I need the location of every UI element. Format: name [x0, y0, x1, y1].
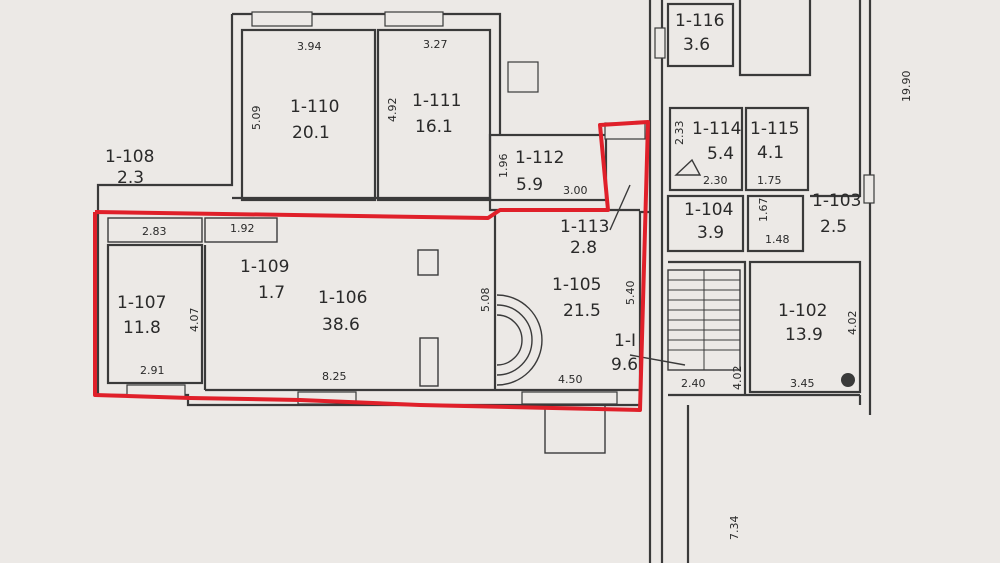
room-1-104-id: 1-104 [684, 200, 733, 220]
dim-5-08: 5.08 [479, 288, 492, 313]
dim-3-45: 3.45 [790, 377, 815, 390]
dim-3-27: 3.27 [423, 38, 448, 51]
room-1-113-id: 1-113 [560, 217, 609, 237]
dim-2-30: 2.30 [703, 174, 728, 187]
column-rect [419, 337, 439, 387]
room-1-102-id: 1-102 [778, 301, 827, 321]
dim-2-91: 2.91 [140, 364, 165, 377]
dim-1-67: 1.67 [757, 198, 770, 223]
dim-7-34: 7.34 [728, 516, 741, 541]
room-1-108-id: 1-108 [105, 147, 154, 167]
room-1-114-id: 1-114 [692, 119, 741, 139]
room-1-113-area: 2.8 [570, 238, 597, 258]
dim-19-90: 19.90 [900, 71, 913, 103]
room-1-112-id: 1-112 [515, 148, 564, 168]
room-1-104-area: 3.9 [697, 223, 724, 243]
dim-5-09: 5.09 [250, 106, 263, 131]
dim-8-25: 8.25 [322, 370, 347, 383]
dim-4-07: 4.07 [188, 308, 201, 333]
room-1-115-area: 4.1 [757, 143, 784, 163]
room-1-103-id: 1-103 [812, 191, 861, 211]
room-1-116-area: 3.6 [683, 35, 710, 55]
room-1-109-id: 1-109 [240, 257, 289, 277]
dim-2-40: 2.40 [681, 377, 706, 390]
room-labels: 1-110 20.1 1-111 16.1 1-108 2.3 1-112 5.… [105, 11, 861, 375]
dim-4-02-stair: 4.02 [731, 366, 744, 391]
dim-3-94: 3.94 [297, 40, 322, 53]
riser-circle [841, 373, 855, 387]
dim-2-83: 2.83 [142, 225, 167, 238]
stairs [667, 269, 741, 371]
dim-2-33: 2.33 [673, 121, 686, 146]
walls [96, 0, 872, 563]
room-1-110-area: 20.1 [292, 123, 330, 143]
dim-1-92: 1.92 [230, 222, 255, 235]
windows [126, 11, 875, 405]
room-1-111-id: 1-111 [412, 91, 461, 111]
room-1-107-id: 1-107 [117, 293, 166, 313]
room-1-110-id: 1-110 [290, 97, 339, 117]
dim-5-40: 5.40 [624, 281, 637, 306]
dim-1-96: 1.96 [497, 154, 510, 179]
room-1-108-area: 2.3 [117, 168, 144, 188]
dimension-labels: 3.94 3.27 5.09 4.92 1.96 3.00 2.33 2.30 … [140, 38, 913, 540]
toilet-symbol [674, 158, 702, 176]
room-1-I-area: 9.6 [611, 355, 638, 375]
room-1-111-area: 16.1 [415, 117, 453, 137]
room-1-I-id: 1-I [614, 331, 636, 351]
dim-1-48: 1.48 [765, 233, 790, 246]
room-1-106-area: 38.6 [322, 315, 360, 335]
dim-4-02-room: 4.02 [846, 311, 859, 336]
highlight-outline [93, 120, 650, 412]
room-1-114-area: 5.4 [707, 144, 734, 164]
column-square [417, 249, 439, 276]
room-1-112-area: 5.9 [516, 175, 543, 195]
room-1-109-area: 1.7 [258, 283, 285, 303]
room-1-115-id: 1-115 [750, 119, 799, 139]
room-1-105-id: 1-105 [552, 275, 601, 295]
dim-3-00: 3.00 [563, 184, 588, 197]
room-1-106-id: 1-106 [318, 288, 367, 308]
dim-4-50: 4.50 [558, 373, 583, 386]
room-1-107-area: 11.8 [123, 318, 161, 338]
room-1-102-area: 13.9 [785, 325, 823, 345]
room-1-116-id: 1-116 [675, 11, 724, 31]
dim-4-92: 4.92 [386, 98, 399, 123]
fixtures [417, 158, 855, 387]
room-1-105-area: 21.5 [563, 301, 601, 321]
dim-1-75: 1.75 [757, 174, 782, 187]
room-1-103-area: 2.5 [820, 217, 847, 237]
